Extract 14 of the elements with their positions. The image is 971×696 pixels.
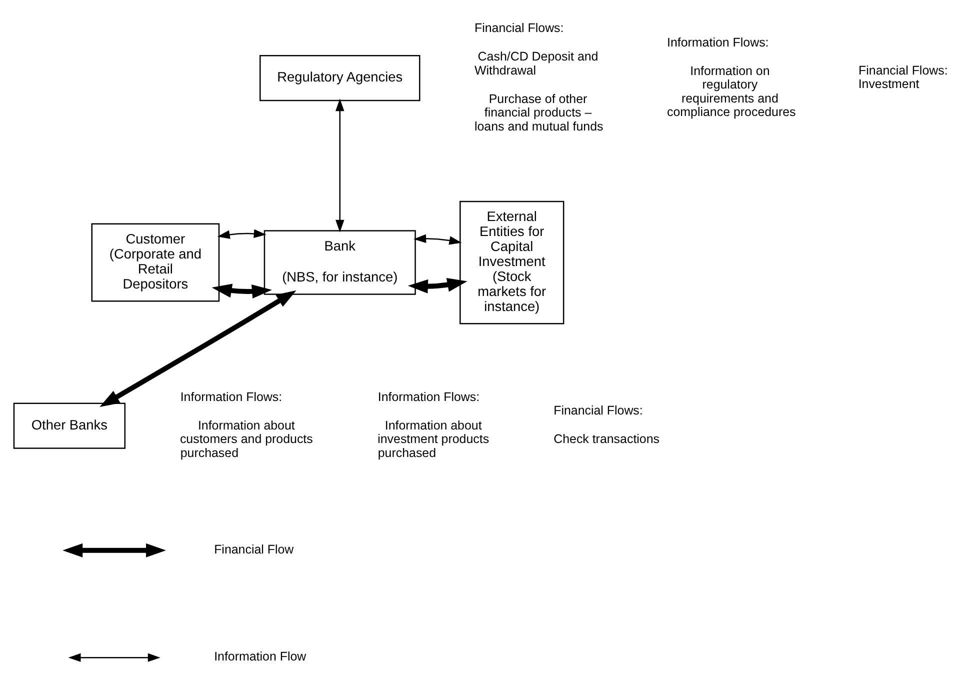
legend-label: Information Flow bbox=[214, 649, 306, 664]
label: Information about investment products purchased bbox=[377, 418, 489, 460]
label: Information Flows: bbox=[377, 389, 480, 404]
label: Financial Flows: bbox=[553, 403, 642, 418]
label: Financial Flows: Investment bbox=[858, 62, 948, 91]
label: Information on regulatory requirements and compliance procedures bbox=[666, 63, 796, 119]
label: Information about customers and products purchased bbox=[179, 418, 312, 460]
label: Information Flows: bbox=[666, 34, 768, 49]
label: Financial Flows: bbox=[474, 20, 564, 34]
label: Information Flows: bbox=[180, 389, 282, 404]
label: Purchase of other financial products – loans and mutual funds bbox=[474, 91, 603, 133]
label: Check transactions bbox=[553, 432, 660, 446]
legend-label: Financial Flow bbox=[214, 542, 294, 556]
label: Cash/CD Deposit and Withdrawal bbox=[474, 49, 598, 77]
